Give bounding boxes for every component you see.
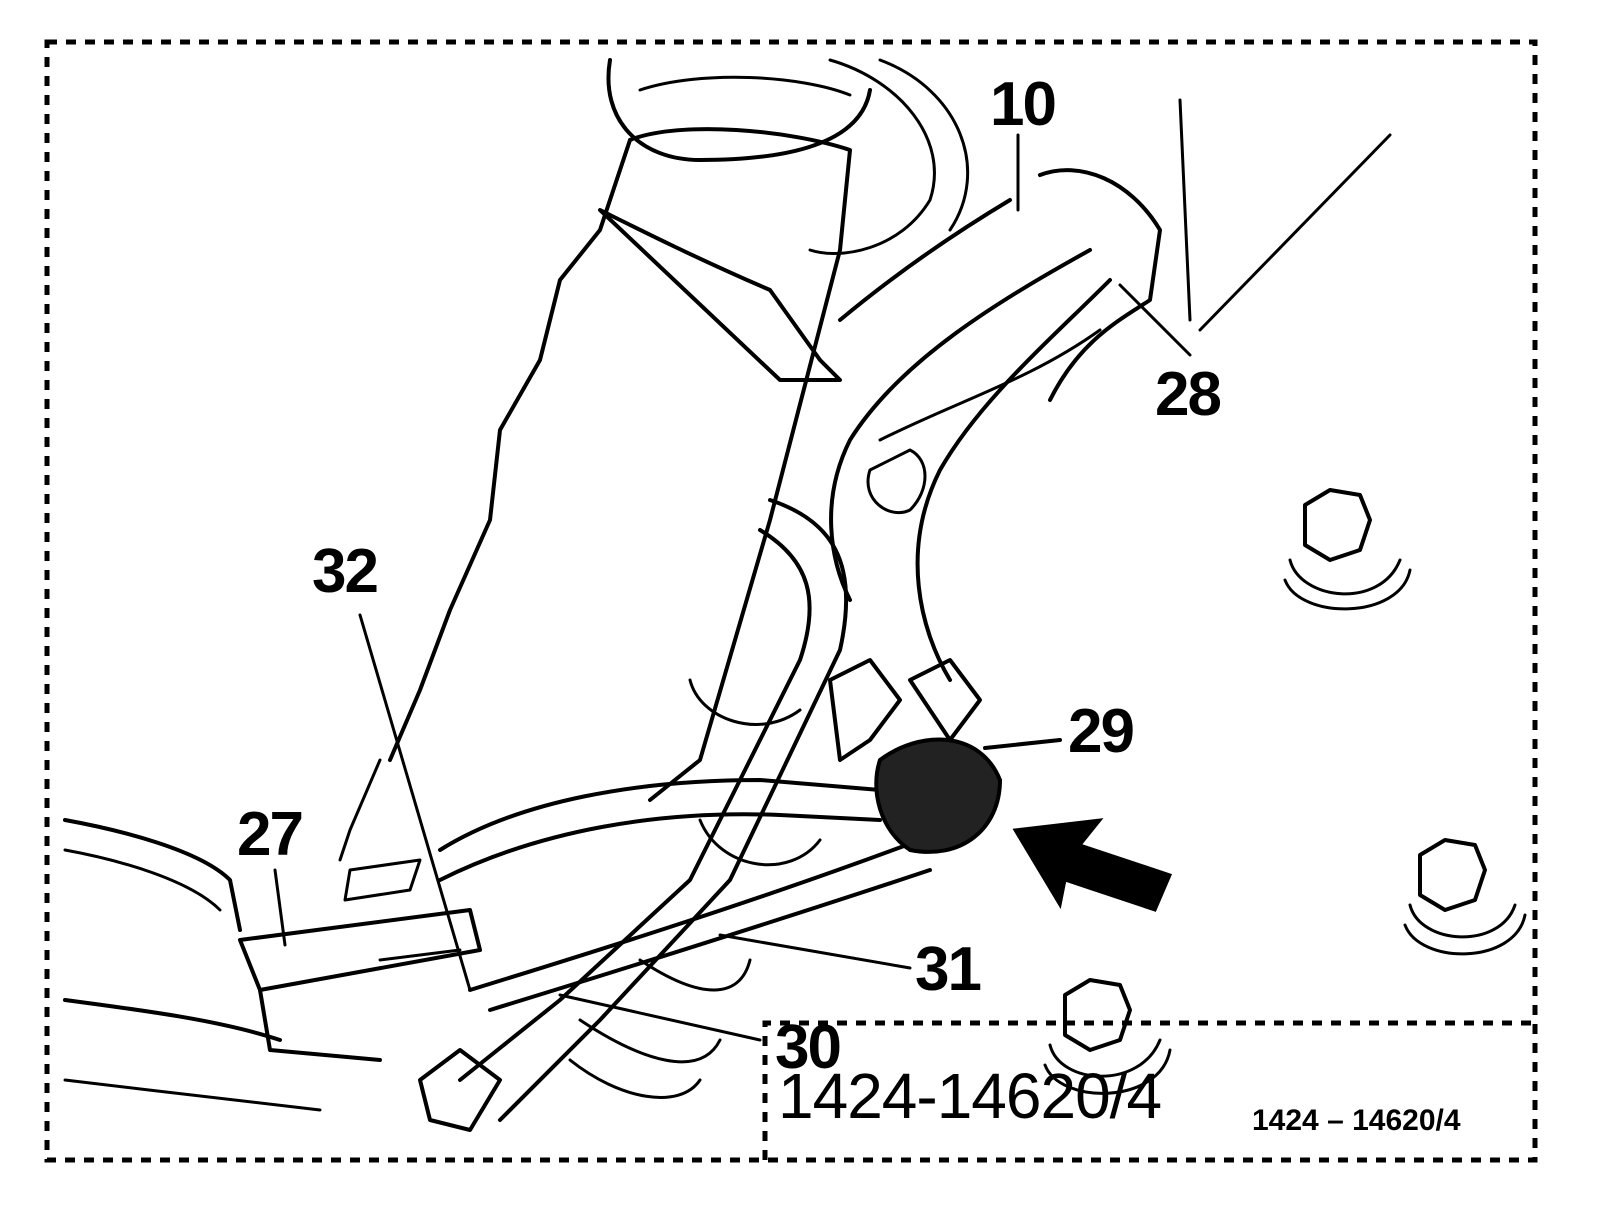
leader-28	[1118, 283, 1192, 357]
corrugation-1	[688, 678, 802, 726]
stud-line	[338, 758, 382, 862]
crossing-hose-top	[498, 498, 849, 1122]
hose-end-fitting	[418, 1048, 502, 1132]
callout-31: 31	[915, 935, 980, 1004]
component-illustration	[63, 58, 1527, 1132]
clip-dark-grommet	[874, 737, 1003, 854]
edge-line-1	[1178, 98, 1192, 322]
body-panel-line-3	[63, 998, 282, 1042]
tube-lower-2	[488, 868, 932, 1012]
clip-body-left	[828, 658, 902, 762]
hose-clamp	[598, 208, 842, 382]
bolt-1	[1283, 488, 1412, 611]
callout-32: 32	[312, 537, 377, 606]
corrugation-2	[698, 818, 822, 867]
bolt-3	[1043, 978, 1172, 1095]
edge-line-2	[1198, 133, 1392, 332]
tube-lower	[468, 838, 922, 992]
corrugation-4	[578, 1018, 722, 1064]
crossing-hose-bottom	[458, 528, 812, 1082]
figure-reference-large: 1424-14620/4	[778, 1060, 1161, 1132]
callout-27: 27	[237, 800, 302, 869]
leader-31	[718, 933, 912, 970]
figure-reference-small: 1424 – 14620/4	[1252, 1104, 1461, 1137]
corrugation-3	[638, 958, 752, 992]
intake-hose-left-edge	[388, 138, 632, 762]
upper-housing-curve	[808, 58, 936, 255]
small-fitting	[866, 448, 927, 515]
body-panel-line-4	[63, 1078, 322, 1112]
corrugation-5	[568, 1058, 702, 1099]
callout-10: 10	[990, 70, 1055, 139]
bracket-detail	[378, 948, 462, 962]
mounting-bracket	[238, 908, 482, 992]
leader-lines	[273, 133, 1192, 1042]
body-panel-line-1	[63, 818, 242, 932]
bracket-top-right	[1038, 168, 1162, 402]
bracket-edge	[258, 988, 382, 1062]
leader-29	[983, 738, 1062, 750]
small-plate	[343, 858, 422, 902]
leader-27	[273, 868, 287, 947]
callout-28: 28	[1155, 360, 1220, 429]
intake-hose-right-edge	[628, 127, 852, 802]
tube-horizontal-top	[438, 778, 882, 852]
body-panel-line-2	[63, 848, 222, 912]
inner-dashed-box	[762, 1020, 1535, 1160]
callout-30: 30	[775, 1013, 840, 1082]
clip-body-right	[908, 658, 982, 742]
tube-horizontal-mid	[438, 812, 882, 882]
bolt-2	[1403, 838, 1527, 956]
pipe-upper-d	[878, 328, 1102, 442]
outer-dashed-border	[44, 39, 1538, 1163]
leader-30	[558, 993, 762, 1042]
pipe-upper-c	[915, 278, 1112, 682]
hose-top-ring	[638, 75, 852, 97]
hose-top-collar	[606, 58, 872, 162]
callout-29: 29	[1068, 697, 1133, 766]
upper-housing-curve-2	[878, 58, 970, 232]
direction-arrow	[1012, 818, 1173, 912]
pipe-upper-a	[838, 198, 1012, 322]
pipe-upper-b	[829, 248, 1092, 602]
leader-32	[358, 613, 472, 992]
